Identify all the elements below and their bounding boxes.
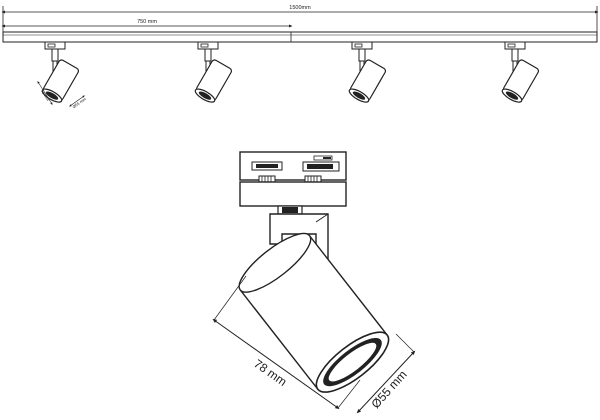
- track-rail: [2, 31, 598, 43]
- bracket: [269, 213, 329, 291]
- base-plate: [239, 181, 347, 207]
- total-length-label: 1500mm: [289, 5, 311, 11]
- spot-spacing-label: 750 mm: [137, 19, 157, 25]
- small-length-label: 78 mm: [40, 89, 51, 103]
- spotlight-4: [499, 41, 541, 106]
- large-length-label: 78 mm: [251, 356, 289, 389]
- spot-spacing-dimension: 750 mm: [1, 19, 293, 28]
- total-length-dimension: 1500mm: [1, 5, 599, 32]
- lamp-cylinder: [238, 232, 390, 393]
- spotlight-3: [346, 41, 388, 106]
- spotlight-2: [192, 41, 234, 106]
- small-diameter-label: Ø55 mm: [71, 96, 87, 109]
- large-diameter-label: Ø55 mm: [368, 368, 409, 412]
- adapter-block: [239, 151, 347, 181]
